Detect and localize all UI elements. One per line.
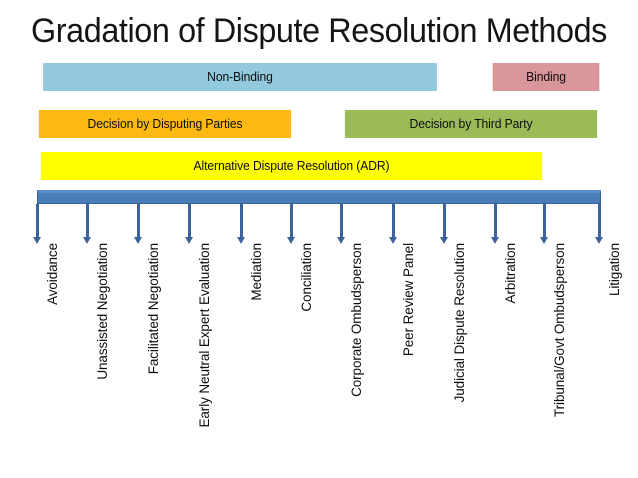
method-label-litigation: Litigation <box>607 243 622 297</box>
gradation-axis-bar <box>37 190 601 204</box>
axis-arrow-6 <box>337 204 345 244</box>
method-label-peer-review-panel: Peer Review Panel <box>401 243 416 357</box>
axis-arrow-5 <box>287 204 295 244</box>
axis-arrow-3 <box>185 204 193 244</box>
axis-arrow-10 <box>540 204 548 244</box>
axis-arrow-9 <box>491 204 499 244</box>
method-label-conciliation: Conciliation <box>299 243 314 312</box>
method-label-facilitated-negotiation: Facilitated Negotiation <box>146 243 161 375</box>
band-decision-by-disputing-parties: Decision by Disputing Parties <box>38 110 292 138</box>
axis-arrow-8 <box>440 204 448 244</box>
method-label-tribunal-govt-ombudsperson: Tribunal/Govt Ombudsperson <box>552 243 567 417</box>
method-label-unassisted-negotiation: Unassisted Negotiation <box>95 243 110 380</box>
method-label-early-neutral-expert-evaluation: Early Neutral Expert Evaluation <box>197 243 212 428</box>
band-decision-by-third-party: Decision by Third Party <box>344 110 598 138</box>
method-label-mediation: Mediation <box>249 243 264 301</box>
axis-arrow-0 <box>33 204 41 244</box>
page-title: Gradation of Dispute Resolution Methods <box>31 12 607 50</box>
axis-arrow-2 <box>134 204 142 244</box>
method-label-judicial-dispute-resolution: Judicial Dispute Resolution <box>452 243 467 403</box>
axis-arrow-11 <box>595 204 603 244</box>
band-alternative-dispute-resolution: Alternative Dispute Resolution (ADR) <box>40 152 543 180</box>
axis-arrow-4 <box>237 204 245 244</box>
axis-arrow-7 <box>389 204 397 244</box>
method-label-avoidance: Avoidance <box>45 243 60 305</box>
band-binding: Binding <box>492 63 600 91</box>
method-label-arbitration: Arbitration <box>503 243 518 304</box>
method-label-corporate-ombudsperson: Corporate Ombudsperson <box>349 243 364 397</box>
band-non-binding: Non-Binding <box>43 63 437 91</box>
axis-arrow-1 <box>83 204 91 244</box>
